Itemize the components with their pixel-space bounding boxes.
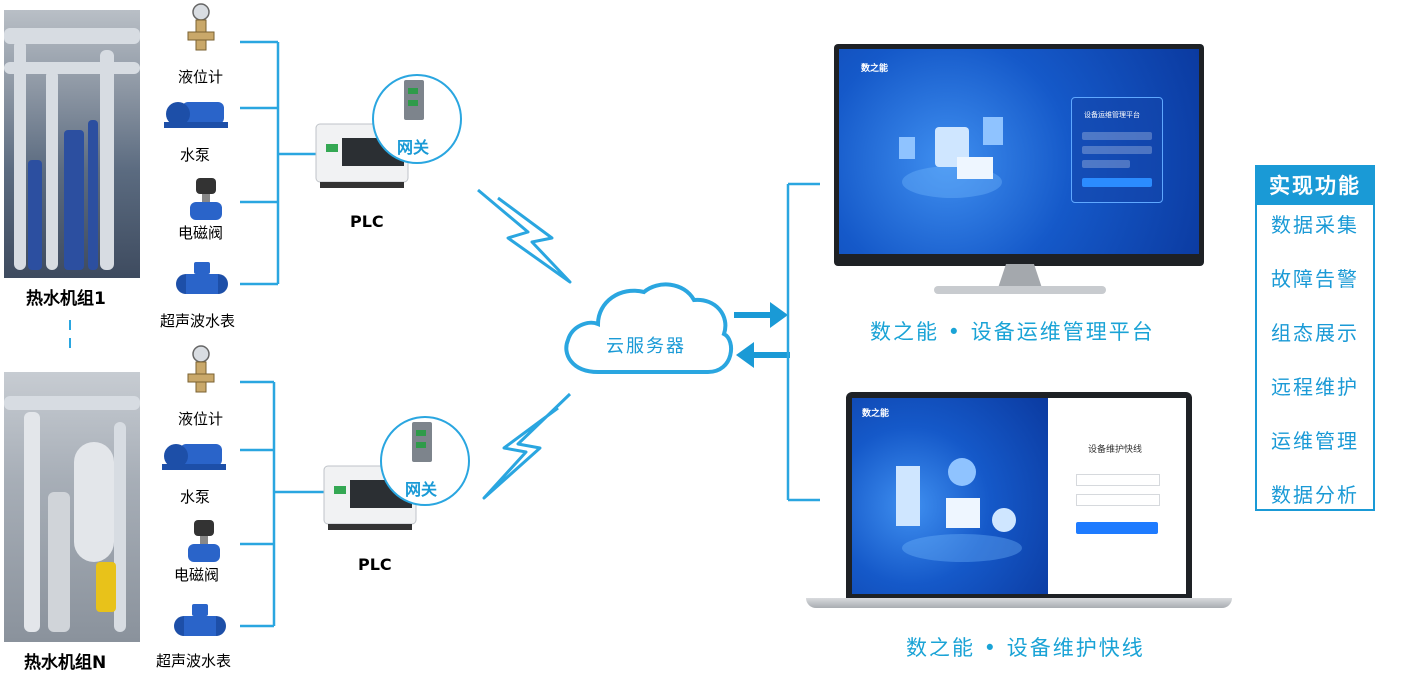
solenoid-valve-icon — [190, 178, 222, 220]
unit-n-label: 热水机组N — [24, 653, 107, 673]
password-field[interactable] — [1082, 146, 1152, 154]
desktop-login-card: 设备运维管理平台 — [1071, 97, 1163, 203]
unit-1-photo — [4, 10, 140, 278]
desktop-logo: 数之能 — [861, 64, 889, 74]
ultrasonic-meter-icon — [176, 262, 228, 294]
cloud-server-icon — [564, 282, 733, 374]
device-bracket-n — [240, 380, 326, 628]
desktop-login-title: 设备运维管理平台 — [1084, 111, 1140, 119]
water-pump-label-1: 水泵 — [180, 146, 211, 164]
login-button[interactable] — [1082, 178, 1152, 187]
laptop-logo: 数之能 — [862, 409, 890, 419]
function-item: 组态展示 — [1271, 321, 1359, 345]
ultrasonic-meter-label-1: 超声波水表 — [160, 312, 236, 330]
wireless-signal-icon — [482, 392, 572, 500]
account-field[interactable] — [1076, 474, 1160, 486]
solenoid-valve-label-1: 电磁阀 — [178, 224, 224, 242]
level-gauge-label-1: 液位计 — [178, 68, 224, 86]
unit-n-photo — [4, 372, 140, 642]
water-pump-icon — [164, 102, 228, 128]
laptop-screen-right: 设备维护快线 — [1048, 398, 1186, 594]
laptop-login-button[interactable] — [1076, 522, 1158, 534]
water-pump-label-n: 水泵 — [180, 488, 211, 506]
function-item: 数据分析 — [1271, 483, 1359, 507]
function-item: 故障告警 — [1271, 267, 1359, 291]
plc-label-n: PLC — [358, 555, 392, 574]
laptop-login-title: 设备维护快线 — [1088, 445, 1143, 455]
desktop-screen: 数之能 设备运维管理平台 — [839, 49, 1199, 254]
gateway-label-1: 网关 — [397, 138, 430, 157]
cloud-platform-illustration — [899, 117, 1003, 198]
unit-1-label: 热水机组1 — [26, 289, 106, 309]
desktop-platform-caption: 数之能 • 设备运维管理平台 — [870, 320, 1155, 344]
ultrasonic-meter-icon — [174, 604, 226, 636]
water-pump-icon — [162, 444, 226, 470]
functions-panel: 实现功能 数据采集 故障告警 组态展示 远程维护 运维管理 数据分析 — [1255, 165, 1375, 511]
gateway-label-n: 网关 — [405, 480, 438, 499]
password-field[interactable] — [1076, 494, 1160, 506]
captcha-field[interactable] — [1082, 160, 1130, 168]
cloud-server-label: 云服务器 — [606, 336, 686, 357]
solenoid-valve-icon — [188, 520, 220, 562]
maintenance-illustration — [896, 458, 1022, 562]
functions-title: 实现功能 — [1257, 167, 1373, 205]
desktop-monitor-stand — [934, 264, 1106, 294]
username-field[interactable] — [1082, 132, 1152, 140]
sync-arrows — [734, 302, 790, 368]
plc-label-1: PLC — [350, 212, 384, 231]
laptop-base — [806, 598, 1232, 608]
level-gauge-label-n: 液位计 — [178, 410, 224, 428]
level-gauge-icon — [187, 345, 215, 393]
wireless-signal-icon — [477, 188, 572, 284]
unit-ellipsis-connector — [69, 320, 71, 354]
gateway-device-icon — [404, 80, 424, 120]
function-item: 远程维护 — [1271, 375, 1359, 399]
level-gauge-icon — [187, 3, 215, 51]
platform-bracket — [786, 182, 820, 502]
function-item: 运维管理 — [1271, 429, 1359, 453]
function-item: 数据采集 — [1271, 213, 1359, 237]
laptop-screen-left: 数之能 — [852, 398, 1048, 594]
laptop-platform-caption: 数之能 • 设备维护快线 — [906, 636, 1145, 660]
gateway-device-icon — [412, 422, 432, 462]
solenoid-valve-label-n: 电磁阀 — [174, 566, 220, 584]
device-bracket-1 — [240, 40, 316, 286]
ultrasonic-meter-label-n: 超声波水表 — [156, 652, 232, 670]
